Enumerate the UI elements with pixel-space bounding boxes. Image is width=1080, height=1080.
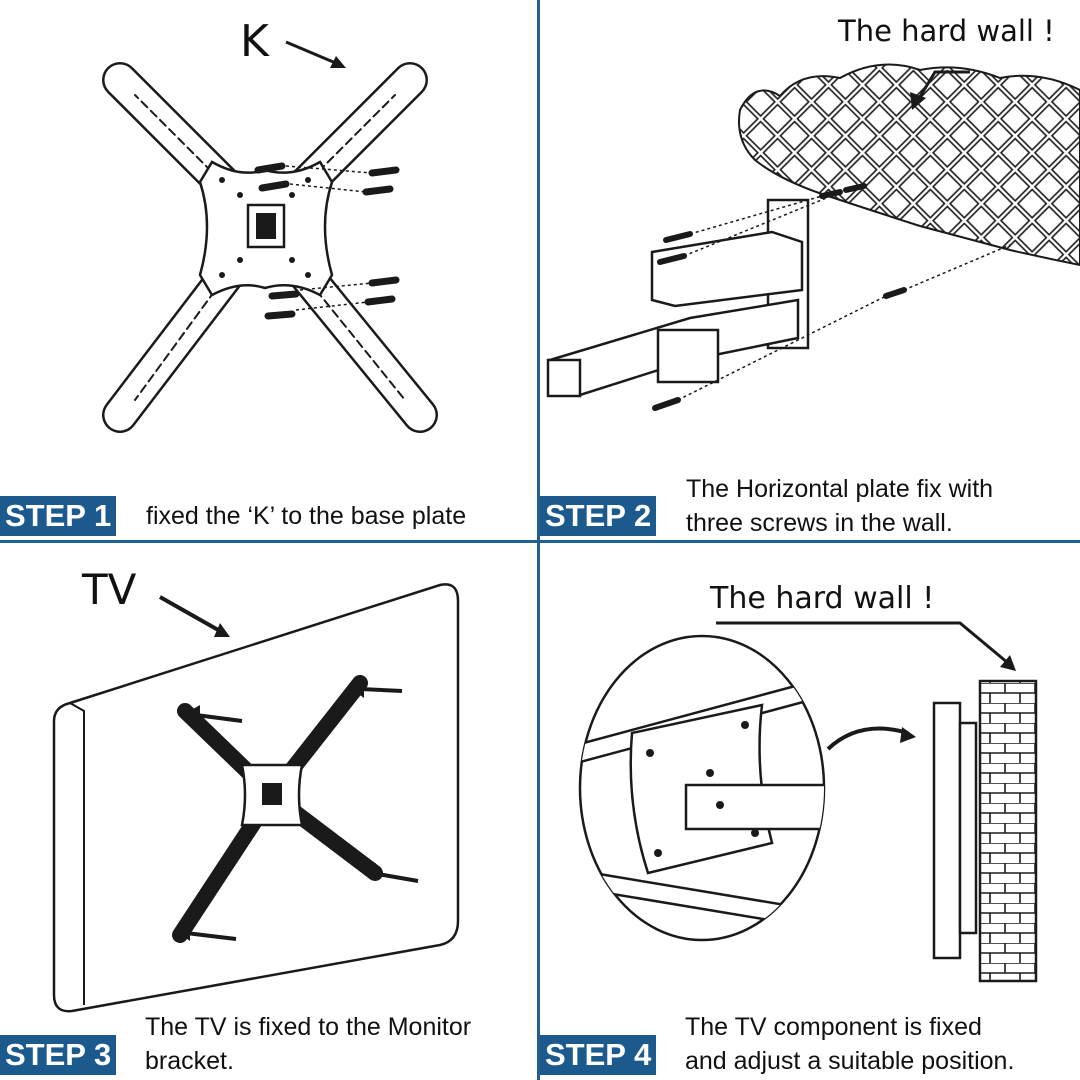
step-2-badge: STEP 2 bbox=[540, 496, 657, 536]
tv-callout-label: TV bbox=[82, 565, 137, 614]
hard-wall-callout-label: The hard wall ! bbox=[838, 14, 1055, 48]
step-4-panel: The hard wall ! STEP 4 The TV component … bbox=[540, 543, 1080, 1080]
step-1-panel: K STEP 1 fixed the ‘K’ to the base plate bbox=[0, 0, 537, 540]
wall-plate-illustration bbox=[546, 63, 1080, 411]
k-bracket-illustration bbox=[102, 40, 438, 433]
step-2-caption-line-2: three screws in the wall. bbox=[686, 509, 953, 537]
step-4-badge: STEP 4 bbox=[540, 1035, 657, 1075]
step-2-panel: The hard wall ! STEP 2 The Horizontal pl… bbox=[540, 0, 1080, 540]
k-callout-label: K bbox=[240, 16, 269, 67]
step-3-caption-line-1: The TV is fixed to the Monitor bbox=[145, 1013, 472, 1041]
final-position-illustration bbox=[578, 621, 1038, 983]
step-3-badge: STEP 3 bbox=[0, 1035, 117, 1075]
step-4-caption-line-1: The TV component is fixed bbox=[685, 1013, 982, 1041]
hard-wall-callout-label: The hard wall ! bbox=[710, 581, 935, 616]
step-4-caption-line-2: and adjust a suitable position. bbox=[685, 1047, 1015, 1075]
step-3-caption-line-2: bracket. bbox=[145, 1047, 234, 1075]
horizontal-divider bbox=[0, 540, 1080, 543]
step-1-badge: STEP 1 bbox=[0, 496, 117, 536]
step-1-caption: fixed the ‘K’ to the base plate bbox=[146, 502, 467, 530]
step-3-panel: TV STEP 3 The TV is fixed to the Monitor… bbox=[0, 543, 537, 1080]
tv-bracket-illustration bbox=[52, 583, 460, 1013]
step-2-caption-line-1: The Horizontal plate fix with bbox=[686, 475, 994, 503]
